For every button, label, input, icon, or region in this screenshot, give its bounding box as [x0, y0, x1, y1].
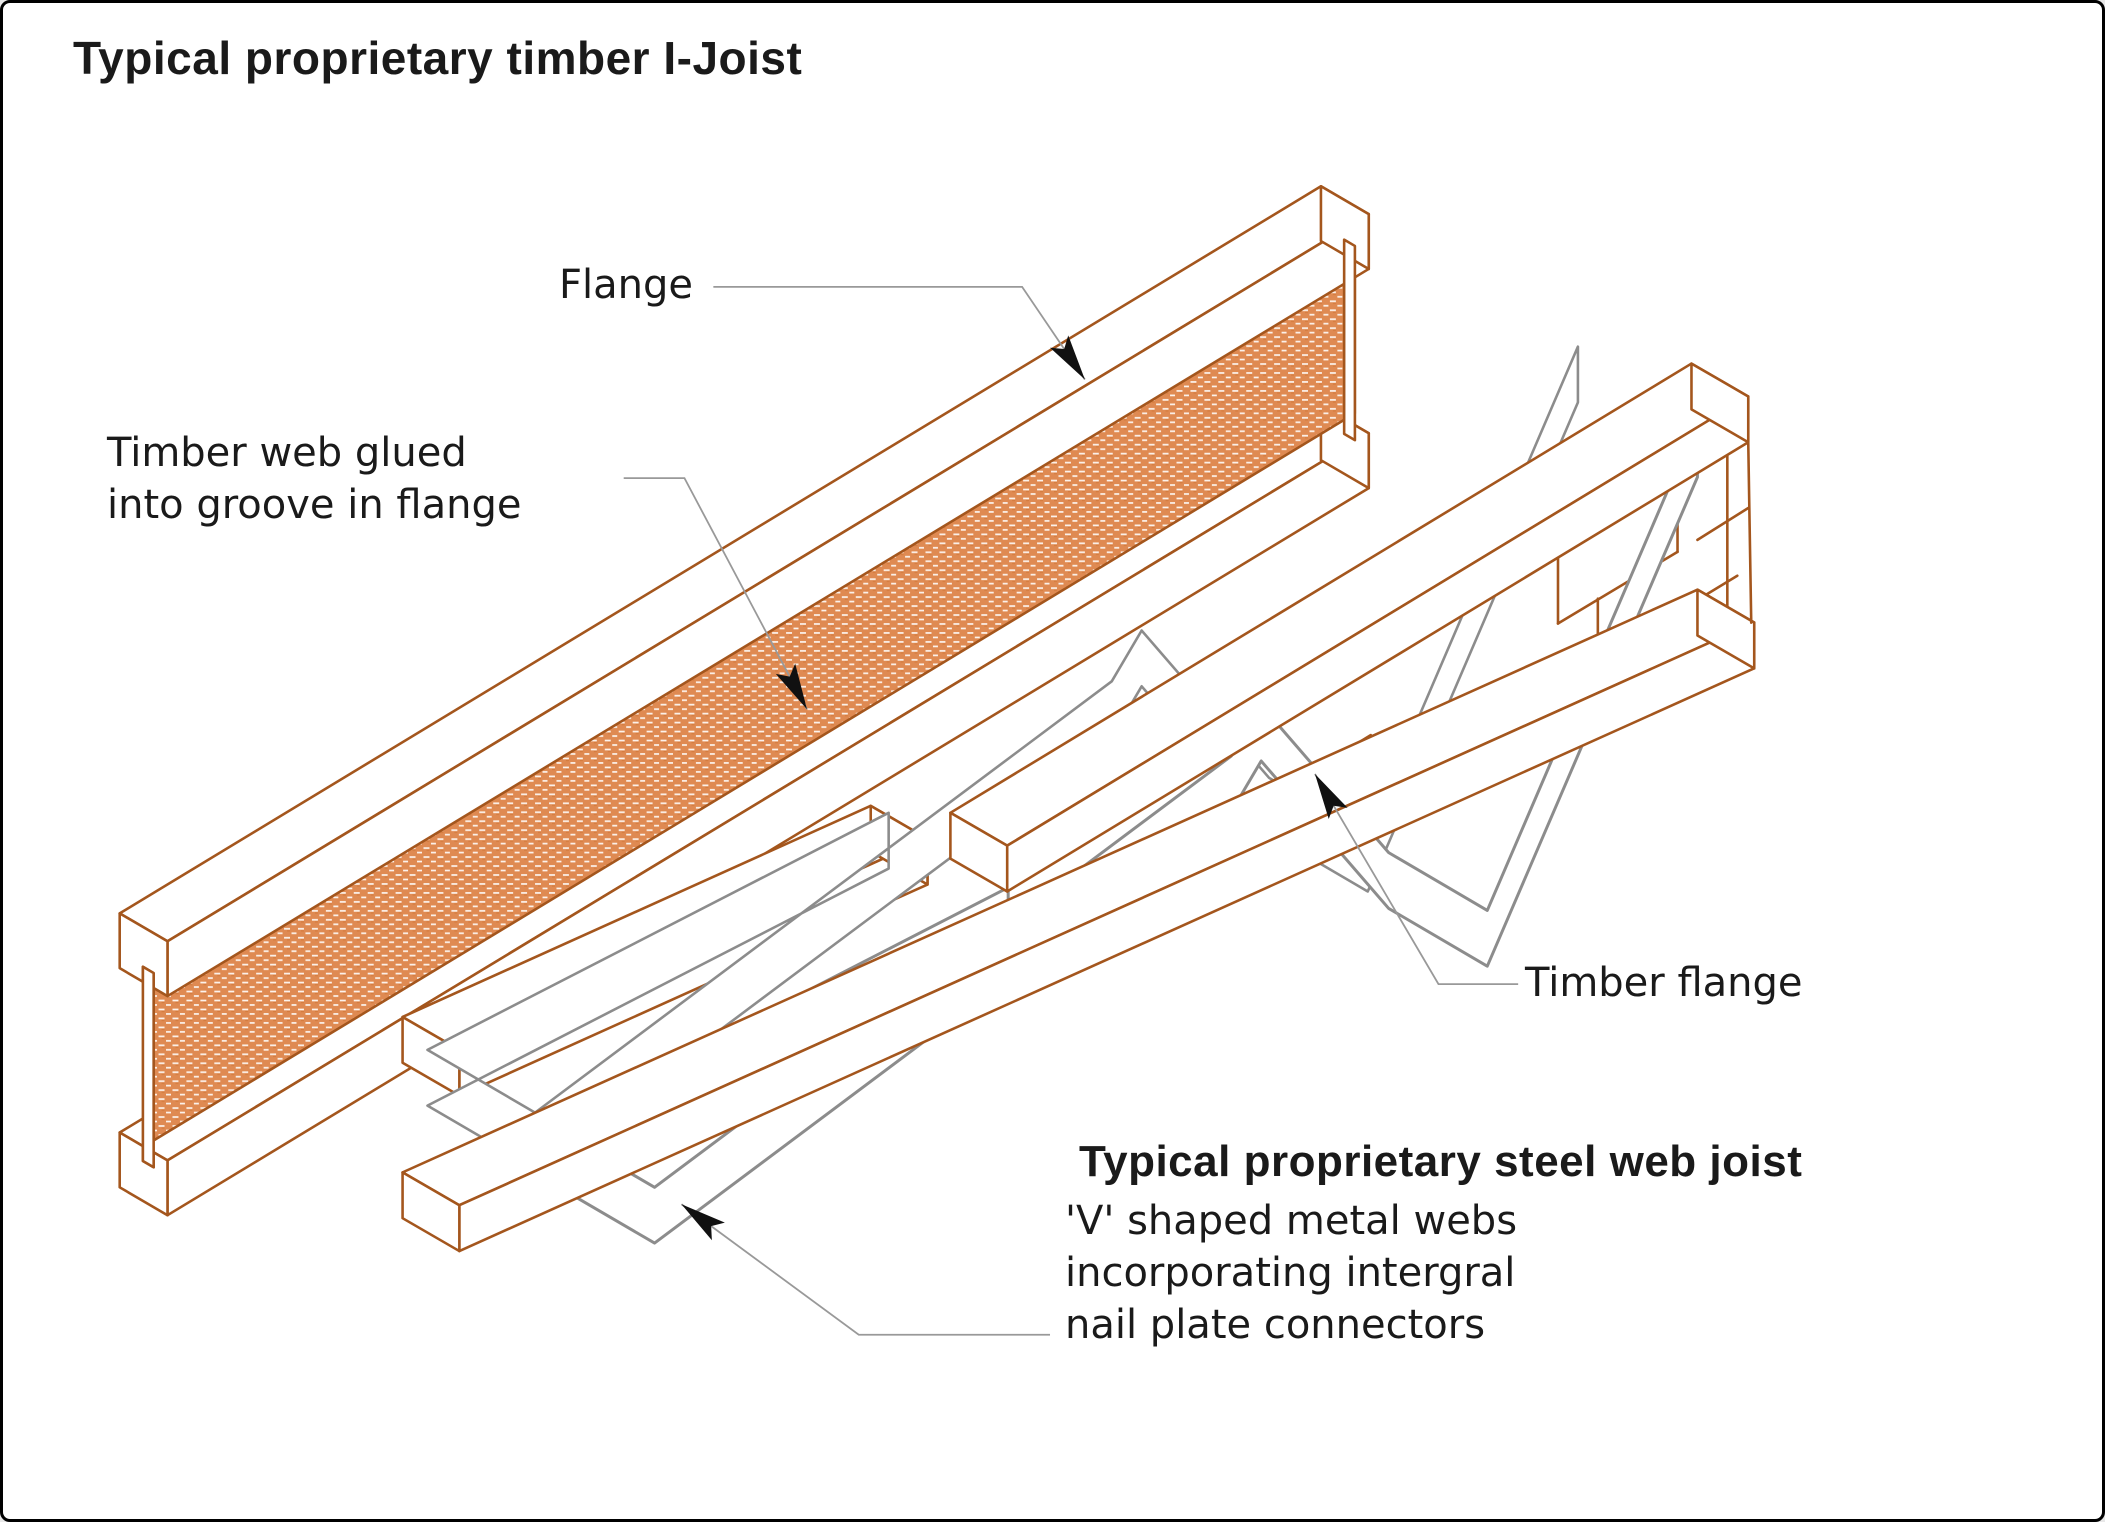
steel-far-end-edge	[1746, 440, 1753, 624]
metal-webs-leader	[680, 1203, 1051, 1336]
steel-joist-drawing	[401, 345, 1756, 1253]
ijoist-title: Typical proprietary timber I-Joist	[73, 32, 803, 84]
joist-line-drawing	[118, 184, 1756, 1336]
flange-leader	[713, 285, 1086, 381]
flange-label: Flange	[559, 262, 693, 308]
timber-flange-leader	[1314, 773, 1519, 986]
ijoist-web-near-end	[141, 965, 155, 1169]
steel-joist-title: Typical proprietary steel web joist	[1079, 1137, 1803, 1186]
ijoist-web-far-end	[1342, 238, 1357, 442]
ijoist-drawing	[118, 184, 1371, 1217]
ijoist-top-flange-far-end	[1319, 184, 1371, 271]
leader-lines	[623, 285, 1519, 1336]
metal-webs-label: 'V' shaped metal webs incorporating inte…	[1065, 1198, 1518, 1348]
timber-web-label: Timber web glued into groove in flange	[107, 430, 522, 528]
timber-web-leader	[623, 477, 808, 710]
timber-flange-label: Timber flange	[1525, 960, 1803, 1006]
